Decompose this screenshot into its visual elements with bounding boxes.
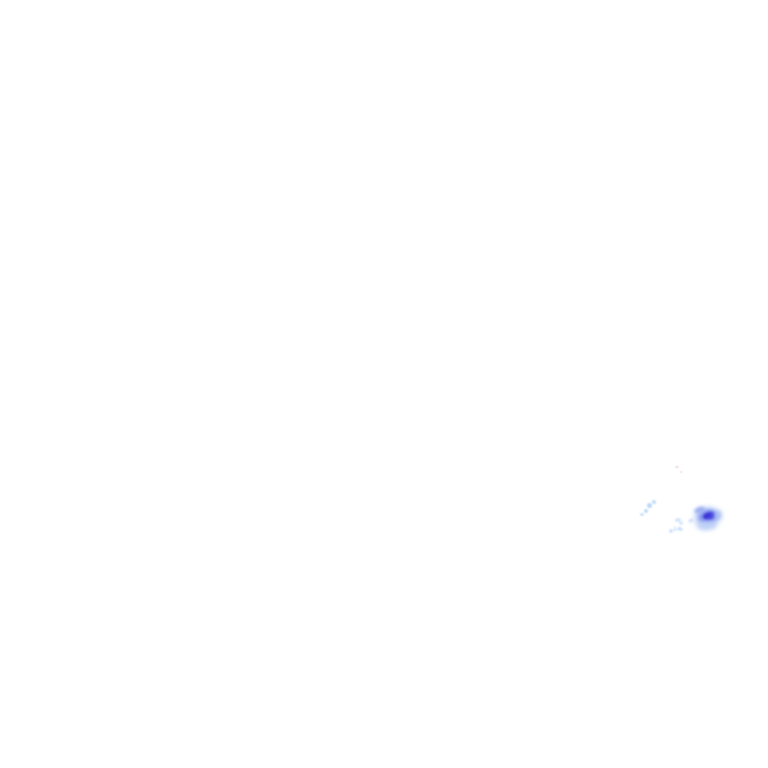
streak-dot-3 <box>643 508 648 513</box>
southwest-dot <box>668 528 673 533</box>
main-echo-right-fringe <box>714 510 722 520</box>
curl-bottom-left <box>672 527 677 532</box>
main-echo-outer-halo <box>691 504 723 532</box>
curl-bottom <box>676 525 683 532</box>
pink-dash <box>674 466 680 468</box>
main-echo-core <box>701 510 716 521</box>
southwest-speck <box>674 525 676 528</box>
main-echo-bottom-fringe <box>696 519 718 531</box>
main-echo-top-hook <box>693 504 706 514</box>
main-echo-mid-band <box>697 508 719 525</box>
streak-dot-1 <box>651 499 656 504</box>
curl-right <box>679 520 683 526</box>
curl-top <box>674 517 681 522</box>
pink-dot <box>679 470 683 474</box>
streak-dot-2 <box>647 503 652 508</box>
west-dash <box>687 517 695 523</box>
streak-dot-4 <box>640 512 644 517</box>
main-echo-core-dark <box>703 513 712 520</box>
main-echo-light-band <box>694 506 720 528</box>
